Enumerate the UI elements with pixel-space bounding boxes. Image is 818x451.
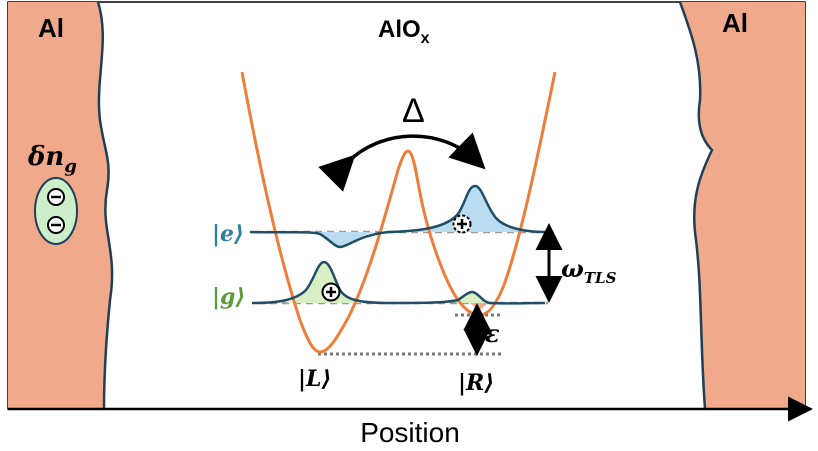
electrode-left-label: Al <box>38 13 64 43</box>
positive-charge-icon <box>321 282 341 302</box>
diagram-frame <box>7 1 806 410</box>
energy-splitting-main: ω <box>561 254 584 283</box>
right-electrode-edge <box>678 1 714 410</box>
oxide-label: AlOx <box>378 16 430 47</box>
energy-splitting-sub: TLS <box>584 269 617 287</box>
asymmetry-label: ε <box>485 319 500 348</box>
oxide-label-main: AlO <box>378 16 421 43</box>
excited-wavefunction-fill <box>315 232 375 247</box>
charge-noise-sub: g <box>64 156 77 177</box>
charge-noise-label: δng <box>27 142 77 177</box>
ground-wavefunction-fill <box>285 262 375 303</box>
positive-charge-dashed-icon <box>452 214 472 234</box>
excited-wavefunction-fill <box>400 186 545 232</box>
oxide-label-sub: x <box>421 30 430 47</box>
charge-fluctuator <box>34 177 78 245</box>
negative-charge-icon <box>47 216 65 234</box>
excited-state-label: |e⟩ <box>212 221 244 247</box>
electrode-right-label: Al <box>722 8 748 38</box>
excited-wavefunction-line <box>249 184 546 249</box>
left-well-label: |L⟩ <box>298 366 332 392</box>
charge-noise-main: δn <box>27 142 64 172</box>
tunneling-label: Δ <box>402 92 425 130</box>
ground-wavefunction-line <box>251 260 546 305</box>
tunneling-arrow <box>318 132 486 192</box>
x-axis-label: Position <box>360 417 460 448</box>
negative-charge-icon <box>47 188 65 206</box>
right-electrode <box>680 2 805 409</box>
left-electrode-edge <box>96 1 114 410</box>
energy-splitting-label: ωTLS <box>561 254 617 287</box>
ground-wavefunction-fill <box>455 292 490 303</box>
ground-state-label: |g⟩ <box>212 284 245 310</box>
right-well-label: |R⟩ <box>458 370 494 396</box>
